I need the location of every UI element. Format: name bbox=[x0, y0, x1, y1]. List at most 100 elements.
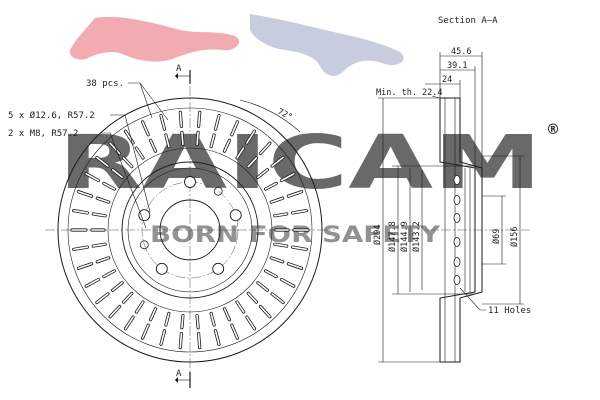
vent-slot-fill bbox=[92, 243, 106, 247]
dia-2-label: Ø144.9 bbox=[399, 221, 410, 252]
width-dimensions: 45.6 39.1 24 Min. th. 22.4 bbox=[376, 47, 483, 168]
vent-slot-fill bbox=[197, 111, 201, 128]
section-marker-top: A bbox=[175, 64, 191, 84]
vent-slot-fill bbox=[259, 142, 271, 155]
vent-slot-fill bbox=[122, 292, 133, 303]
hub-bore bbox=[159, 199, 221, 261]
vent-slot-fill bbox=[247, 292, 258, 303]
vent-slot-fill bbox=[179, 332, 183, 349]
bolt-hole bbox=[212, 262, 225, 275]
vent-slot-fill bbox=[259, 305, 271, 318]
raicam-logo-watermark: RAICAM ® BORN FOR SAFETY bbox=[58, 14, 560, 248]
vent-slot-fill bbox=[111, 169, 123, 178]
vent-slot-fill bbox=[96, 156, 109, 167]
slogan-watermark: BORN FOR SAFETY bbox=[150, 223, 441, 248]
vent-slot-fill bbox=[223, 139, 231, 152]
vent-slot-fill bbox=[141, 324, 149, 339]
hat-inner bbox=[127, 167, 253, 293]
vent-slot-fill bbox=[85, 278, 100, 288]
vent-slot-fill bbox=[271, 156, 284, 167]
vent-slot-fill bbox=[160, 114, 166, 130]
section-title: Section A–A bbox=[438, 16, 498, 26]
section-hole bbox=[453, 213, 461, 223]
section-marker-bottom: A bbox=[175, 369, 191, 388]
section-hole bbox=[453, 275, 461, 285]
thread-holes-label: 2 x M8, R57.2 bbox=[8, 129, 78, 139]
section-view: Section A–A 45.6 39.1 24 Min. th. 22.4 bbox=[372, 16, 531, 363]
vent-slot-fill bbox=[149, 139, 157, 152]
vent-slot-fill bbox=[77, 262, 93, 270]
vent-slot-fill bbox=[124, 316, 134, 330]
dia-flange-label: Ø156 bbox=[509, 227, 520, 247]
vent-slot-fill bbox=[273, 243, 288, 247]
vent-slot-fill bbox=[141, 121, 149, 136]
vent-ring-inner bbox=[107, 147, 273, 313]
section-marker-label-top: A bbox=[176, 64, 182, 74]
dia-hub-label: Ø69 bbox=[491, 229, 502, 244]
vent-slot-fill bbox=[135, 147, 144, 159]
jaguar-logo-grey bbox=[250, 14, 404, 76]
vent-slot-fill bbox=[109, 142, 121, 155]
vent-slot-fill bbox=[231, 121, 239, 136]
vent-slot-fill bbox=[181, 131, 184, 146]
bolt-hole bbox=[155, 262, 168, 275]
section-hole bbox=[453, 237, 461, 247]
bolt-holes bbox=[138, 176, 242, 275]
vent-slot-fill bbox=[149, 307, 157, 321]
vent-slot-fill bbox=[246, 316, 256, 330]
vent-slot-fill bbox=[165, 312, 170, 326]
vent-slot-fill bbox=[210, 312, 215, 326]
vent-slot-fill bbox=[72, 209, 89, 214]
bolt-hole bbox=[229, 209, 242, 222]
section-holes bbox=[453, 175, 461, 285]
vent-slot-fill bbox=[273, 213, 288, 217]
vent-slot-fill bbox=[257, 169, 269, 178]
vent-slot-fill bbox=[96, 293, 109, 304]
disc-outer-edge bbox=[57, 97, 323, 363]
vent-slot-fill bbox=[109, 305, 121, 318]
front-view: A A 72° 38 pcs. 5 x Ø12.6, R57.2 2 x M8,… bbox=[8, 64, 335, 388]
vent-slot-fill bbox=[96, 257, 110, 263]
section-hole bbox=[453, 175, 461, 185]
bolt-holes-leader bbox=[110, 114, 151, 213]
hat-outer bbox=[121, 161, 259, 299]
vent-slot-fill bbox=[257, 281, 269, 292]
vent-slot-fill bbox=[214, 329, 220, 346]
min-thickness-label: Min. th. 22.4 bbox=[376, 88, 443, 98]
vent-slot-fill bbox=[270, 257, 284, 263]
vent-slot-fill bbox=[223, 307, 231, 321]
section-hole bbox=[453, 195, 461, 205]
vent-slot-fill bbox=[196, 314, 199, 329]
vent-slot-fill bbox=[231, 324, 239, 339]
vent-slot-fill bbox=[271, 293, 284, 304]
vent-slot-fill bbox=[111, 281, 123, 292]
vent-slot-fill bbox=[92, 213, 106, 217]
section-hole bbox=[453, 257, 461, 267]
vent-count-label: 38 pcs. bbox=[86, 79, 124, 89]
vent-slot-fill bbox=[264, 182, 278, 190]
vent-slot-fill bbox=[236, 147, 245, 159]
vent-slot-fill bbox=[196, 131, 199, 146]
dia-3-label: Ø143.2 bbox=[411, 221, 422, 252]
vent-slot-fill bbox=[103, 182, 116, 190]
vent-slot-fill bbox=[210, 134, 215, 148]
vent-slot-fill bbox=[85, 173, 100, 182]
vent-slot-fill bbox=[247, 157, 258, 168]
vent-slot-fill bbox=[280, 173, 295, 182]
vent-slot-fill bbox=[122, 157, 133, 168]
vent-slot-fill bbox=[214, 114, 220, 130]
holes-leader bbox=[459, 287, 486, 311]
vent-slot-fill bbox=[246, 130, 256, 144]
holes-label: 11 Holes bbox=[488, 306, 531, 316]
vent-slot-fill bbox=[165, 134, 170, 148]
dim-width-inner: 24 bbox=[442, 75, 452, 85]
vent-slot-fill bbox=[197, 332, 201, 349]
vent-slot-fill bbox=[160, 329, 166, 346]
diameter-dimensions: Ø294 Ø147.8 Ø144.9 Ø143.2 Ø69 Ø156 bbox=[372, 97, 524, 363]
vent-slot-fill bbox=[72, 246, 89, 251]
bolt-holes-label: 5 x Ø12.6, R57.2 bbox=[8, 110, 95, 121]
vent-slot-fill bbox=[291, 246, 308, 251]
vent-slot-fill bbox=[236, 301, 245, 313]
vent-ring-outer bbox=[67, 107, 313, 353]
